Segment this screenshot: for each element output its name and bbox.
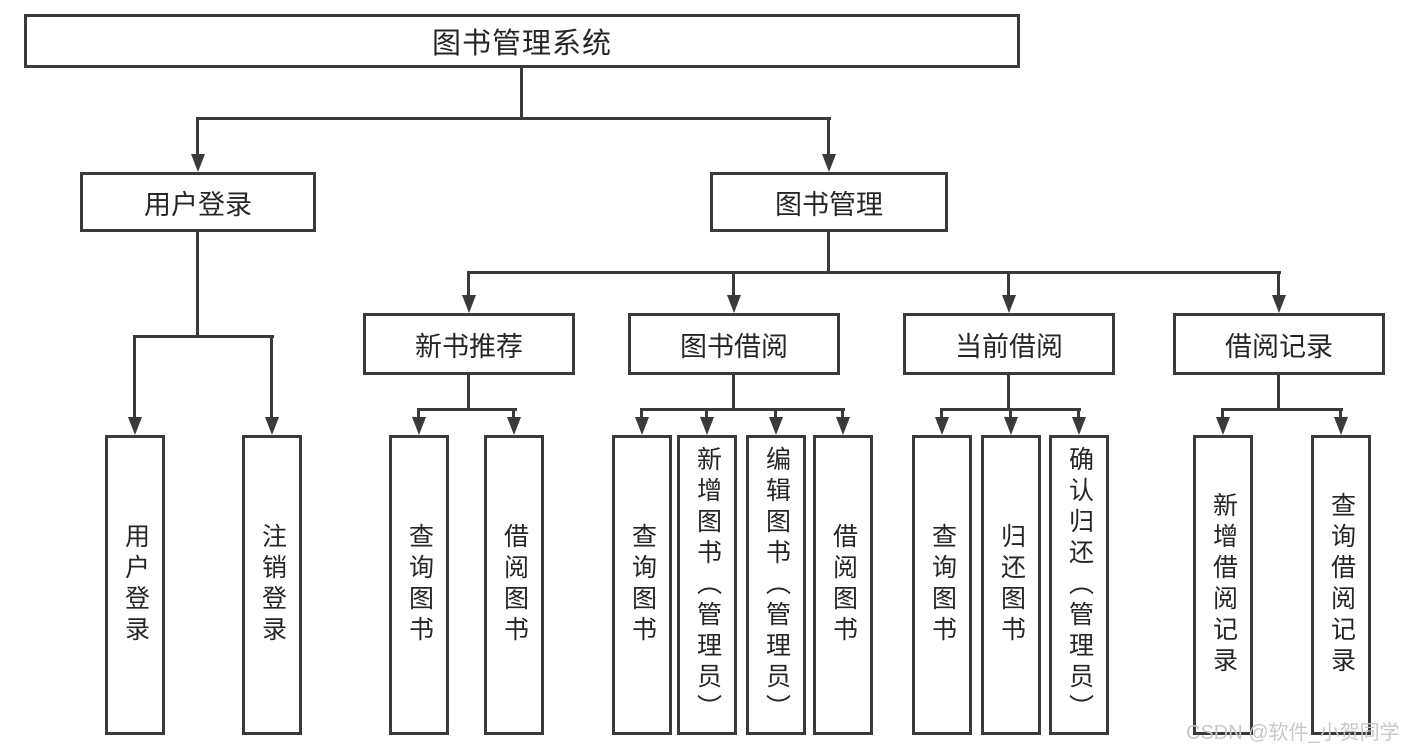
arrow-down-icon bbox=[769, 417, 783, 435]
arrow-down-icon bbox=[727, 295, 741, 313]
csdn-watermark: CSDN @软件_小贺同学 bbox=[1186, 722, 1400, 744]
node-label: 查询图书 bbox=[628, 523, 657, 647]
leaf-edit-books-admin: 编辑图书（管理员） bbox=[746, 435, 806, 735]
connector-segment bbox=[827, 232, 830, 271]
connector-segment bbox=[1221, 408, 1224, 419]
leaf-borrow-books-recommendation: 借阅图书 bbox=[484, 435, 544, 735]
connector-segment bbox=[1007, 271, 1010, 297]
leaf-borrow-books: 借阅图书 bbox=[813, 435, 873, 735]
node-label: 图书管理 bbox=[775, 189, 883, 220]
node-new-book-recommendation: 新书推荐 bbox=[363, 313, 575, 375]
arrow-down-icon bbox=[191, 154, 205, 172]
arrow-down-icon bbox=[412, 417, 426, 435]
arrow-down-icon bbox=[128, 417, 142, 435]
leaf-query-books-recommendation: 查询图书 bbox=[389, 435, 449, 735]
leaf-user-login: 用户登录 bbox=[105, 435, 165, 735]
node-book-borrowing: 图书借阅 bbox=[628, 313, 840, 375]
arrow-down-icon bbox=[1334, 417, 1348, 435]
leaf-add-borrow-record: 新增借阅记录 bbox=[1193, 435, 1253, 735]
connector-segment bbox=[841, 408, 844, 419]
connector-segment bbox=[512, 408, 515, 419]
connector-segment bbox=[1077, 408, 1080, 419]
node-label: 借阅记录 bbox=[1225, 331, 1333, 362]
node-borrowing-records: 借阅记录 bbox=[1173, 313, 1385, 375]
leaf-logout: 注销登录 bbox=[242, 435, 302, 735]
node-label: 借阅图书 bbox=[829, 523, 858, 647]
arrow-down-icon bbox=[700, 417, 714, 435]
node-label: 确认归还（管理员） bbox=[1065, 445, 1094, 725]
node-label: 归还图书 bbox=[997, 523, 1026, 647]
node-label: 查询借阅记录 bbox=[1327, 492, 1356, 678]
connector-segment bbox=[705, 408, 708, 419]
arrow-down-icon bbox=[265, 417, 279, 435]
connector-segment bbox=[774, 408, 777, 419]
arrow-down-icon bbox=[507, 417, 521, 435]
arrow-down-icon bbox=[1216, 417, 1230, 435]
node-label: 新增图书（管理员） bbox=[693, 445, 722, 725]
connector-segment bbox=[1339, 408, 1342, 419]
node-user-login: 用户登录 bbox=[80, 172, 316, 232]
connector-segment bbox=[196, 117, 831, 120]
connector-segment bbox=[1009, 408, 1012, 419]
connector-segment bbox=[133, 335, 274, 338]
arrow-down-icon bbox=[1072, 417, 1086, 435]
arrow-down-icon bbox=[935, 417, 949, 435]
node-label: 图书管理系统 bbox=[431, 28, 612, 60]
connector-segment bbox=[520, 68, 523, 117]
connector-segment bbox=[270, 335, 273, 419]
node-label: 查询图书 bbox=[405, 523, 434, 647]
leaf-query-books-current: 查询图书 bbox=[912, 435, 972, 735]
connector-segment bbox=[417, 408, 420, 419]
leaf-query-borrow-record: 查询借阅记录 bbox=[1311, 435, 1371, 735]
node-book-management: 图书管理 bbox=[710, 172, 948, 232]
leaf-confirm-return-admin: 确认归还（管理员） bbox=[1049, 435, 1109, 735]
arrow-down-icon bbox=[1002, 295, 1016, 313]
leaf-add-books-admin: 新增图书（管理员） bbox=[677, 435, 737, 735]
connector-segment bbox=[196, 232, 199, 335]
connector-segment bbox=[467, 271, 1281, 274]
node-current-borrowing: 当前借阅 bbox=[903, 313, 1115, 375]
connector-segment bbox=[417, 408, 517, 411]
node-label: 查询图书 bbox=[928, 523, 957, 647]
connector-segment bbox=[732, 271, 735, 297]
node-label: 用户登录 bbox=[121, 523, 150, 647]
connector-segment bbox=[1277, 271, 1280, 297]
connector-segment bbox=[940, 408, 943, 419]
node-label: 图书借阅 bbox=[680, 331, 788, 362]
arrow-down-icon bbox=[836, 417, 850, 435]
node-label: 用户登录 bbox=[144, 189, 252, 220]
connector-segment bbox=[732, 375, 735, 408]
node-label: 借阅图书 bbox=[500, 523, 529, 647]
connector-segment bbox=[827, 117, 830, 155]
connector-segment bbox=[1221, 408, 1343, 411]
node-label: 编辑图书（管理员） bbox=[762, 445, 791, 725]
node-label: 新书推荐 bbox=[415, 331, 523, 362]
connector-segment bbox=[467, 375, 470, 408]
connector-segment bbox=[640, 408, 643, 419]
connector-segment bbox=[1277, 375, 1280, 408]
leaf-query-books-borrowing: 查询图书 bbox=[612, 435, 672, 735]
arrow-down-icon bbox=[1272, 295, 1286, 313]
connector-segment bbox=[467, 271, 470, 297]
node-label: 新增借阅记录 bbox=[1209, 492, 1238, 678]
arrow-down-icon bbox=[462, 295, 476, 313]
node-label: 注销登录 bbox=[258, 523, 287, 647]
connector-segment bbox=[133, 335, 136, 419]
connector-segment bbox=[1007, 375, 1010, 408]
node-library-management-system: 图书管理系统 bbox=[24, 14, 1020, 68]
arrow-down-icon bbox=[1004, 417, 1018, 435]
connector-segment bbox=[640, 408, 845, 411]
arrow-down-icon bbox=[635, 417, 649, 435]
node-label: 当前借阅 bbox=[955, 331, 1063, 362]
leaf-return-books: 归还图书 bbox=[981, 435, 1041, 735]
arrow-down-icon bbox=[822, 154, 836, 172]
connector-segment bbox=[196, 117, 199, 155]
